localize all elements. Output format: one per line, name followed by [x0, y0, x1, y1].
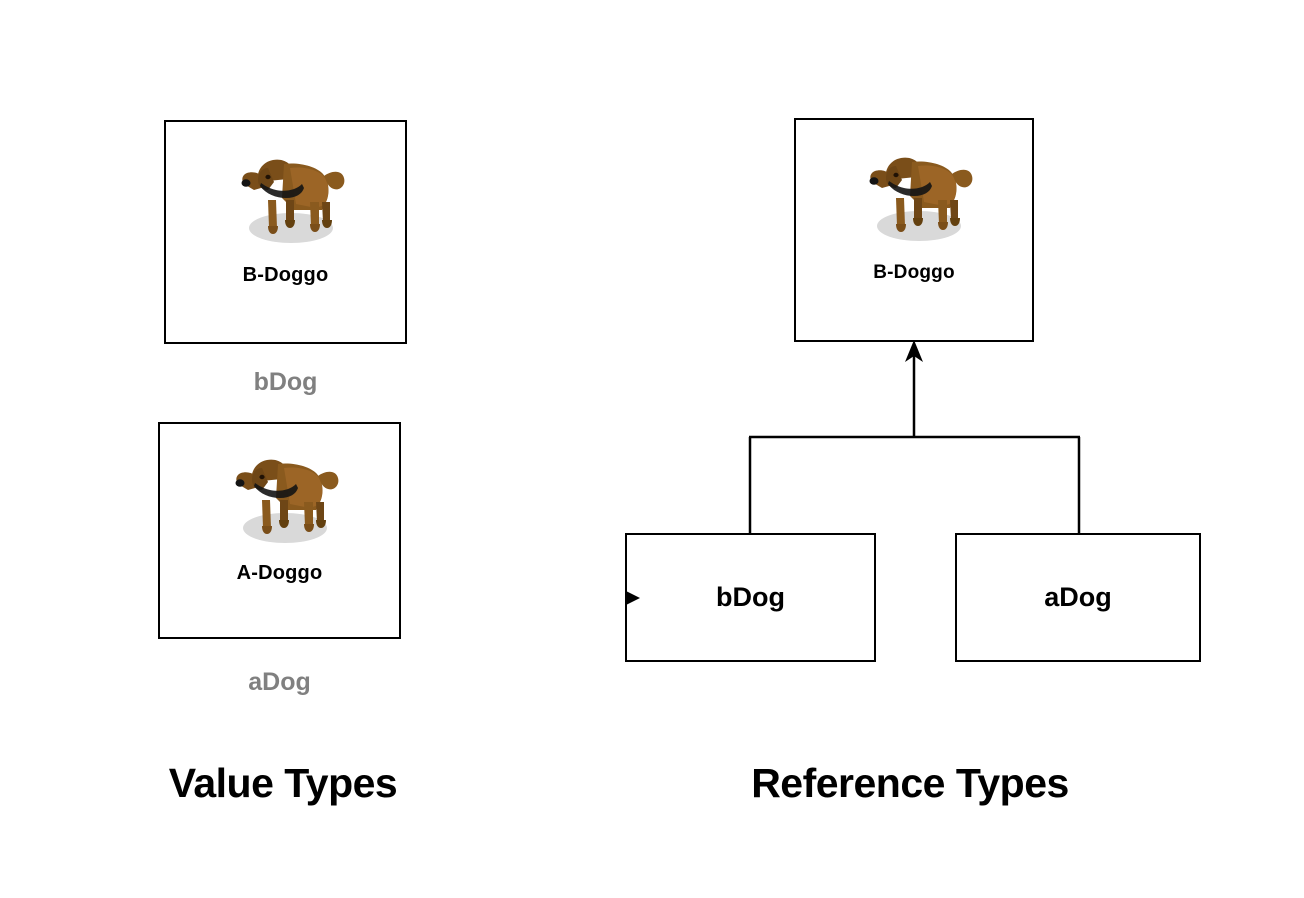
section-caption-reference-types: Reference Types	[751, 760, 1069, 806]
value-type-variable-adog: aDog	[248, 668, 311, 696]
value-type-card-bdog: B-Doggo	[164, 120, 407, 344]
reference-box-label: aDog	[1044, 582, 1112, 612]
reference-object-card-label: B-Doggo	[873, 262, 955, 283]
section-caption-value-types: Value Types	[168, 760, 398, 806]
value-type-card-adog: A-Doggo	[158, 422, 401, 639]
reference-box-bdog: bDog	[625, 533, 876, 662]
dog-illustration-icon	[224, 142, 348, 250]
reference-object-card-bdoggo: B-Doggo	[794, 118, 1034, 342]
value-type-card-label: B-Doggo	[242, 264, 329, 286]
value-type-variable-bdog: bDog	[253, 368, 318, 396]
reference-box-label: bDog	[716, 582, 785, 612]
dog-illustration-icon	[852, 140, 976, 248]
value-type-card-label: A-Doggo	[236, 562, 323, 584]
dog-illustration-icon	[218, 442, 342, 550]
reference-box-adog: aDog	[955, 533, 1201, 662]
